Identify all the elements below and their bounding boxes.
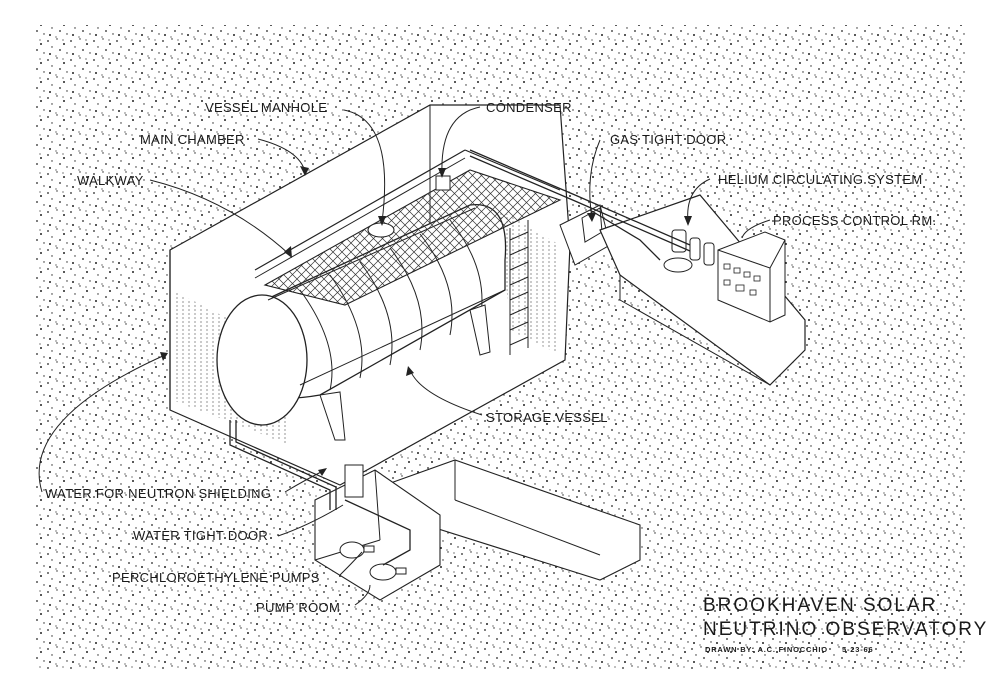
- vessel-manhole: [367, 222, 395, 238]
- drawn-by-credit: DRAWN BY: A.C. FINOCCHIO: [705, 645, 828, 654]
- vessel-manhole-label: VESSEL MANHOLE: [205, 100, 328, 115]
- condenser: [435, 175, 451, 191]
- perchloroethylene-pump: [339, 541, 407, 581]
- walkway-label: WALKWAY: [77, 173, 144, 188]
- main-chamber-label: MAIN CHAMBER: [140, 132, 245, 147]
- helium-circulating-system-label: HELIUM CIRCULATING SYSTEM: [718, 172, 923, 187]
- drawing-title-line2: NEUTRINO OBSERVATORY: [703, 619, 987, 640]
- drawing-title-line1: BROOKHAVEN SOLAR: [703, 595, 938, 616]
- water-tight-door-label: WATER TIGHT DOOR: [133, 528, 269, 543]
- walkway: [263, 169, 562, 306]
- helium-circulating-system: [663, 229, 715, 273]
- control-panel: [717, 231, 786, 323]
- water-for-neutron-shielding-label: WATER FOR NEUTRON SHIELDING: [45, 486, 272, 501]
- process-piping: [229, 149, 691, 566]
- perchloroethylene-pumps-label: PERCHLOROETHYLENE PUMPS: [112, 570, 320, 585]
- gas-tight-door-label: GAS TIGHT DOOR: [610, 132, 727, 147]
- pump-room-label: PUMP ROOM: [256, 600, 341, 615]
- leader-lines: [38, 106, 771, 606]
- condenser-label: CONDENSER: [486, 100, 572, 115]
- storage-vessel-label: STORAGE VESSEL: [486, 410, 608, 425]
- water-tight-door: [344, 464, 364, 498]
- ladder: [509, 220, 529, 355]
- drawing-date: 5-23-66: [842, 645, 874, 654]
- process-control-rm-label: PROCESS CONTROL RM.: [773, 213, 937, 228]
